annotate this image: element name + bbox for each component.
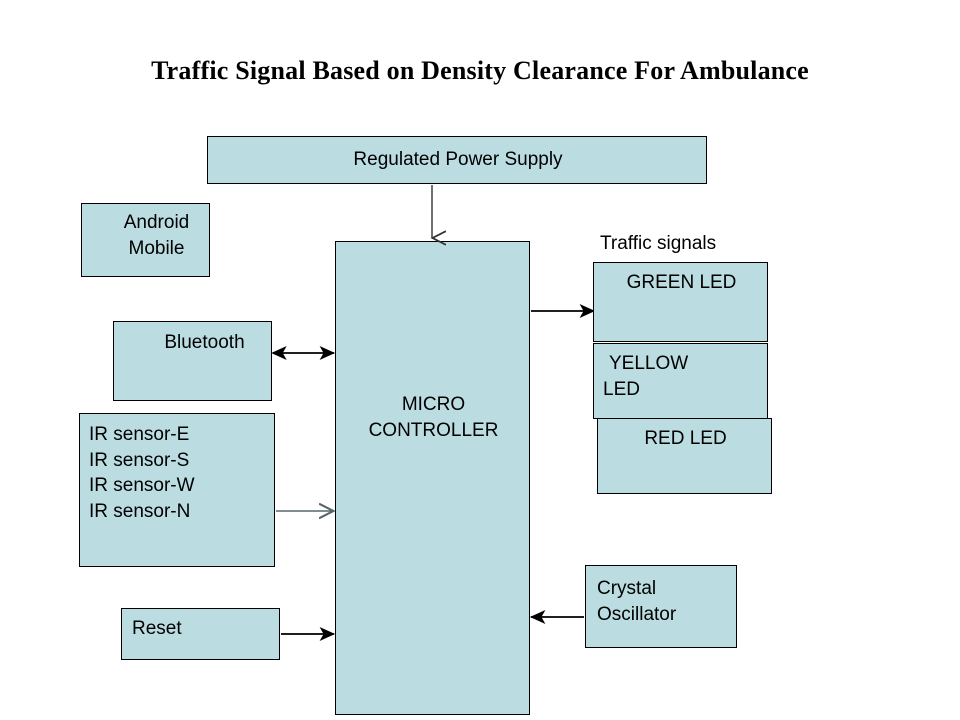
block-red-led[interactable]: RED LED [597,418,772,494]
block-label-reset: Reset [132,618,182,639]
block-label-yellow-led-line2: LED [603,378,640,400]
block-yellow-led[interactable]: YELLOW LED [593,343,768,419]
block-label-android-mobile: Android Mobile [123,212,190,259]
block-label-yellow-led: YELLOW LED [603,351,688,402]
block-label-ir-sensors: IR sensor-E IR sensor-S IR sensor-W IR s… [89,424,195,522]
block-label-green-led: GREEN LED [626,272,737,293]
block-green-led[interactable]: GREEN LED [593,262,768,342]
block-android-mobile[interactable]: Android Mobile [81,203,210,277]
block-label-crystal-oscillator: Crystal Oscillator [597,578,677,625]
block-label-yellow-led-line1: YELLOW [609,353,689,374]
block-regulated-power-supply[interactable]: Regulated Power Supply [207,136,707,184]
block-label-regulated-power-supply: Regulated Power Supply [353,149,563,170]
block-bluetooth[interactable]: Bluetooth [113,321,272,401]
label-traffic-signals: Traffic signals [600,233,717,254]
block-crystal-oscillator[interactable]: Crystal Oscillator [585,565,737,648]
block-label-red-led: RED LED [644,428,727,449]
block-ir-sensors[interactable]: IR sensor-E IR sensor-S IR sensor-W IR s… [79,413,275,567]
block-label-bluetooth: Bluetooth [164,332,245,353]
block-label-microcontroller: MICRO CONTROLLER [368,394,499,441]
block-reset[interactable]: Reset [121,608,280,660]
page-title: Traffic Signal Based on Density Clearanc… [151,56,809,85]
block-microcontroller[interactable]: MICRO CONTROLLER [335,241,530,715]
